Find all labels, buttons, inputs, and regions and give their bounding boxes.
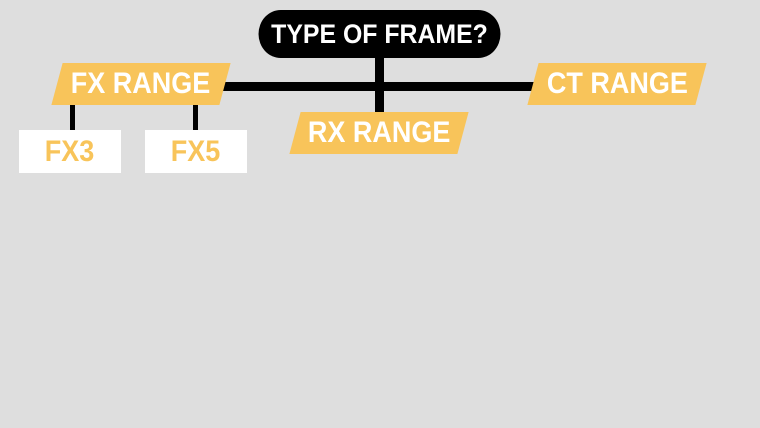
connector-fx3-stem [70,104,75,131]
connector-root-stem [375,55,384,87]
leaf-label-fx5: FX5 [171,134,221,168]
connector-fx5-stem [193,104,198,131]
leaf-label-fx3: FX3 [45,134,95,168]
branch-label-fx-range: FX RANGE [71,67,211,100]
leaf-node-fx5: FX5 [145,130,247,173]
branch-label-rx-range: RX RANGE [307,116,451,149]
branch-node-fx-range: FX RANGE [51,63,231,105]
branch-node-rx-range: RX RANGE [289,112,469,154]
root-node-label: TYPE OF FRAME? [271,18,488,49]
root-node-type-of-frame: TYPE OF FRAME? [258,10,501,58]
branch-node-ct-range: CT RANGE [527,63,707,105]
connector-rx-stem [375,86,384,114]
leaf-node-fx3: FX3 [19,130,121,173]
branch-label-ct-range: CT RANGE [546,67,688,100]
